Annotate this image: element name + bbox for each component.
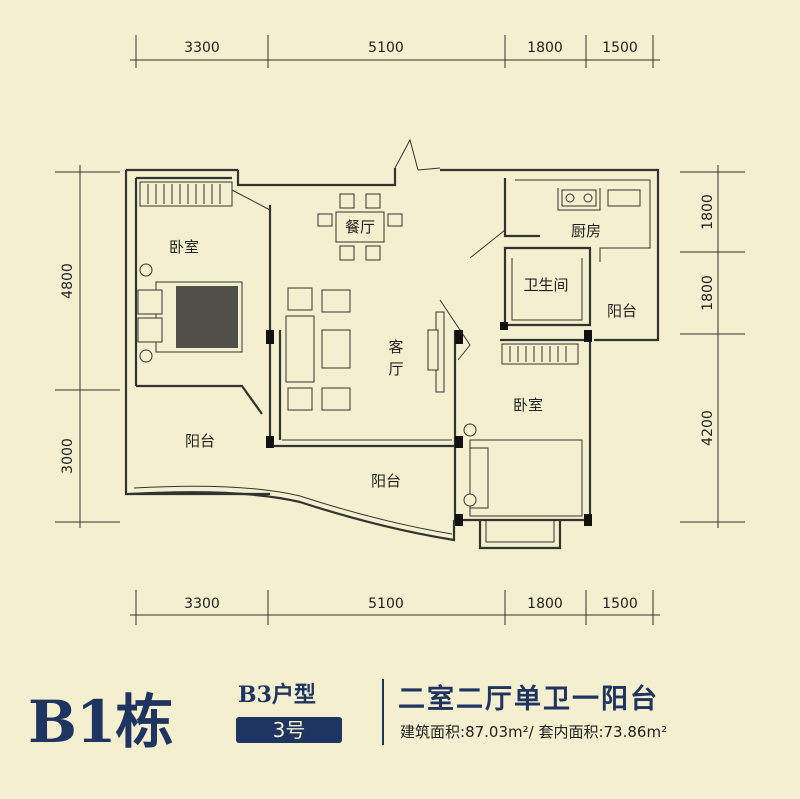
dim-bottom-4: 1500 (602, 596, 638, 612)
room-bedroom-second: 卧室 (513, 396, 543, 414)
caption-block: B1栋 B3户型 3号 二室二厅单卫一阳台 建筑面积:87.03m²/ 套内面积… (0, 665, 800, 799)
dim-top-2: 5100 (368, 40, 404, 56)
gross-area-label: 建筑面积: (400, 723, 466, 741)
unit-type: B3户型 (238, 682, 316, 708)
dim-left-1: 4800 (60, 263, 76, 299)
room-balcony-bottom: 阳台 (371, 472, 401, 490)
unit-number-badge: 3号 (236, 717, 342, 743)
caption-divider (382, 679, 384, 745)
net-area-value: 73.86m² (603, 723, 668, 741)
room-dining: 餐厅 (345, 218, 375, 236)
walls (124, 138, 660, 550)
pillars (266, 322, 592, 526)
dim-right-3: 4200 (700, 410, 716, 446)
room-living-1: 客 (388, 338, 403, 356)
dining-table (317, 193, 403, 261)
dim-right-1: 1800 (700, 194, 716, 230)
floor-plan: 3300 5100 1800 1500 3300 5100 1800 1500 … (55, 35, 745, 625)
room-balcony-right: 阳台 (607, 302, 637, 320)
dim-top-3: 1800 (527, 40, 563, 56)
bed-main (137, 263, 243, 363)
wardrobe-second (501, 343, 579, 365)
room-kitchen: 厨房 (571, 222, 601, 240)
dim-bottom-2: 5100 (368, 596, 404, 612)
net-area-label: 套内面积: (533, 723, 604, 741)
dim-right-2: 1800 (700, 275, 716, 311)
layout-description: 二室二厅单卫一阳台 (398, 684, 659, 715)
room-living-2: 厅 (388, 360, 403, 378)
dimension-right: 1800 1800 4200 (680, 165, 745, 528)
building-name: B1栋 (28, 688, 173, 756)
dim-bottom-1: 3300 (184, 596, 220, 612)
room-bedroom-main: 卧室 (169, 238, 199, 256)
gross-area-value: 87.03m²/ (465, 723, 534, 741)
kitchen-fixtures (561, 189, 641, 207)
dimension-bottom: 3300 5100 1800 1500 (130, 590, 660, 625)
area-info: 建筑面积:87.03m²/ 套内面积:73.86m² (400, 721, 667, 742)
dimension-left: 4800 3000 (55, 165, 120, 528)
dim-top-1: 3300 (184, 40, 220, 56)
room-bathroom: 卫生间 (523, 276, 568, 294)
bed-second (463, 423, 583, 517)
living-sofa (285, 287, 445, 411)
dim-bottom-3: 1800 (527, 596, 563, 612)
wardrobe-main (139, 181, 233, 207)
room-balcony-left: 阳台 (185, 432, 215, 450)
room-labels: 卧室 餐厅 厨房 卫生间 阳台 客 厅 卧室 阳台 阳台 (169, 218, 637, 490)
dimension-top: 3300 5100 1800 1500 (130, 35, 660, 68)
dim-top-4: 1500 (602, 40, 638, 56)
dim-left-2: 3000 (60, 438, 76, 474)
